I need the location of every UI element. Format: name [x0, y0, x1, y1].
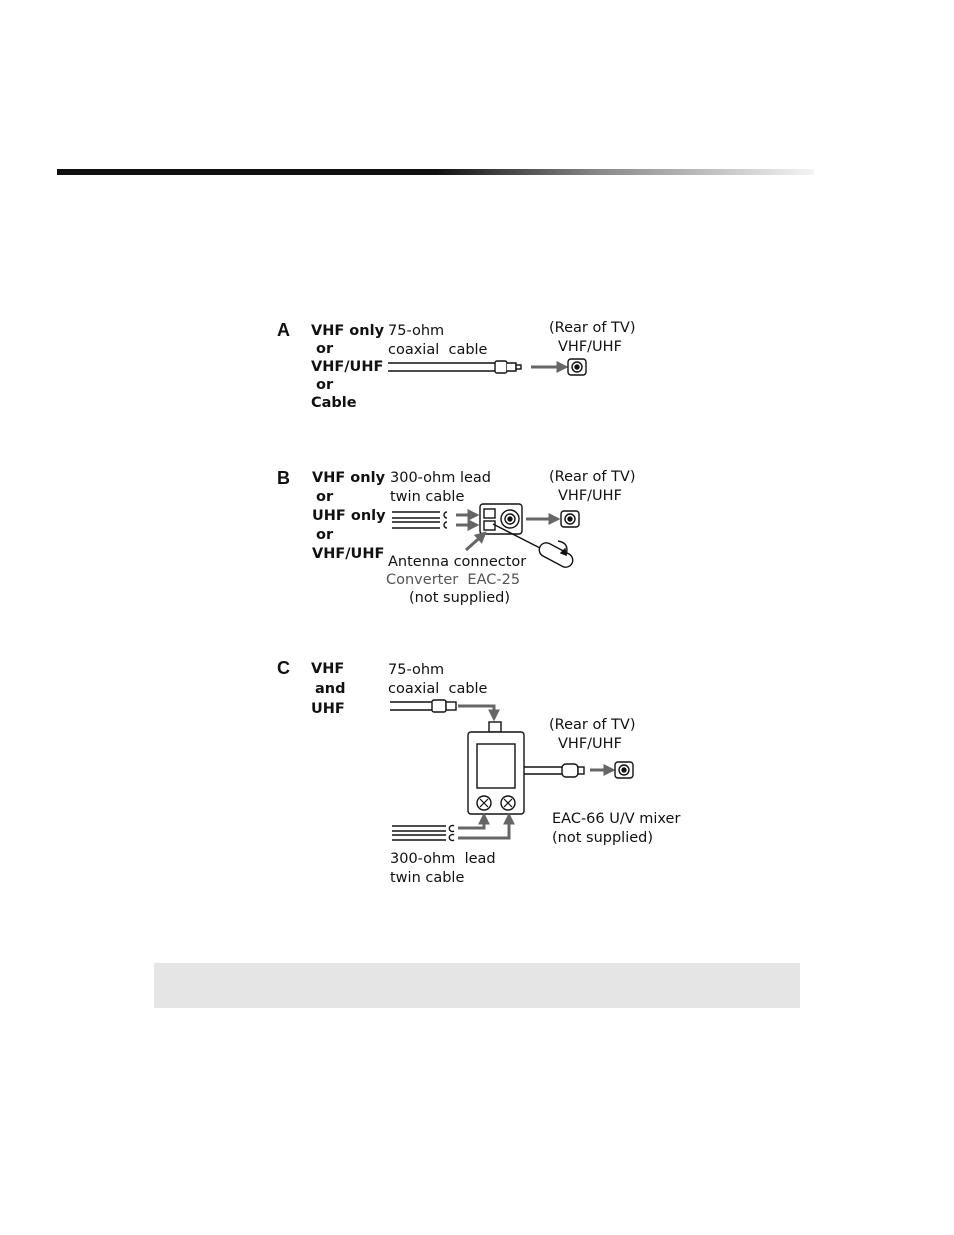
screwdriver-icon — [492, 523, 574, 568]
panel-a-tv-label-2: VHF/UHF — [558, 339, 622, 355]
panel-c-twin-arrow-lower — [458, 812, 515, 840]
panel-a-tv-label-1: (Rear of TV) — [549, 320, 636, 336]
panel-c-twin-cable — [392, 824, 455, 842]
panel-a-input-1: VHF only — [311, 323, 385, 339]
panel-c-coax-arrow — [458, 704, 500, 722]
panel-b-letter: B — [277, 468, 290, 488]
panel-b-tv-label-1: (Rear of TV) — [549, 469, 636, 485]
panel-a-letter: A — [277, 320, 290, 340]
panel-a-input-4: or — [316, 377, 334, 393]
panel-c-twin-label-1: 300-ohm lead — [390, 851, 496, 867]
panel-c-tv-label-2: VHF/UHF — [558, 736, 622, 752]
converter-eac25-icon — [479, 503, 523, 535]
antenna-connector-label: Antenna connector — [388, 554, 527, 570]
panel-b-tv-label-2: VHF/UHF — [558, 488, 622, 504]
panel-a-cable-label-1: 75-ohm — [388, 323, 445, 339]
note-band — [154, 963, 800, 1008]
panel-b-cable-label-2: twin cable — [390, 489, 465, 505]
panel-b-input-1: VHF only — [312, 470, 386, 486]
panel-b-input-2: or — [316, 489, 334, 505]
section-rule — [57, 169, 814, 175]
panel-a-input-3: VHF/UHF — [311, 359, 384, 375]
panel-c-coaxial-cable — [390, 699, 457, 713]
panel-b-input-5: VHF/UHF — [312, 546, 385, 562]
panel-c-input-3: UHF — [311, 701, 345, 717]
mixer-label-1: EAC-66 U/V mixer — [552, 811, 681, 827]
panel-c-twin-label-2: twin cable — [390, 870, 465, 886]
panel-b-input-3: UHF only — [312, 508, 386, 524]
panel-a-tv-jack — [567, 358, 587, 376]
panel-b-twin-cable — [392, 511, 448, 529]
converter-not-supplied-label: (not supplied) — [409, 590, 511, 606]
panel-a-input-2: or — [316, 341, 334, 357]
panel-c-tv-label-1: (Rear of TV) — [549, 717, 636, 733]
panel-c-input-1: VHF — [311, 661, 345, 677]
panel-c-input-2: and — [315, 681, 346, 697]
panel-b-pointer-arrow — [464, 531, 487, 552]
mixer-output-cable — [524, 763, 585, 778]
panel-b-tv-jack — [560, 510, 580, 528]
mixer-label-2: (not supplied) — [552, 830, 654, 846]
panel-c-cable-label-1: 75-ohm — [388, 662, 445, 678]
converter-label: Converter EAC-25 — [386, 572, 521, 588]
panel-a-input-5: Cable — [311, 395, 357, 411]
panel-a-cable-label-2: coaxial cable — [388, 342, 488, 358]
uv-mixer-eac66-icon — [467, 721, 525, 815]
panel-c-cable-label-2: coaxial cable — [388, 681, 488, 697]
panel-b-cable-label-1: 300-ohm lead — [390, 470, 492, 486]
panel-c-tv-jack — [614, 761, 634, 779]
panel-a-coaxial-cable — [388, 360, 522, 374]
panel-b-input-4: or — [316, 527, 334, 543]
panel-c-letter: C — [277, 658, 290, 678]
panel-c-twin-arrow-upper — [458, 812, 490, 830]
